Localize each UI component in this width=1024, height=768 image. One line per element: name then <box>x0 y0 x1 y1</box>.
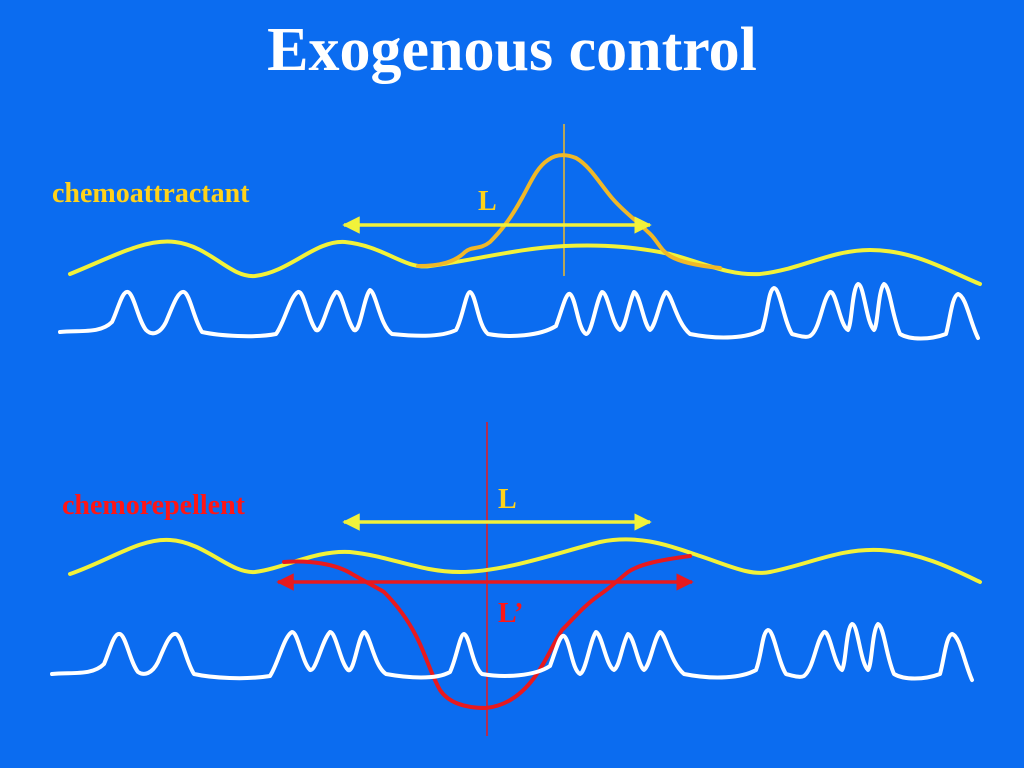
top-panel <box>58 124 982 341</box>
bottom-signal-wave <box>68 537 982 584</box>
top-arrow-label-L: L <box>478 186 497 217</box>
top-signal-wave <box>68 239 982 286</box>
bottom-panel <box>50 422 982 736</box>
bottom-arrow-label-L: L <box>498 484 517 515</box>
top-spike-train <box>58 282 980 341</box>
chemoattractant-label: chemoattractant <box>52 178 250 209</box>
attractant-peak-curve <box>416 153 722 270</box>
chemorepellent-label: chemorepellent <box>62 490 245 521</box>
bottom-arrow-label-L-prime: L’ <box>498 598 524 629</box>
slide-title: Exogenous control <box>267 16 757 84</box>
bottom-spike-train <box>50 622 974 682</box>
